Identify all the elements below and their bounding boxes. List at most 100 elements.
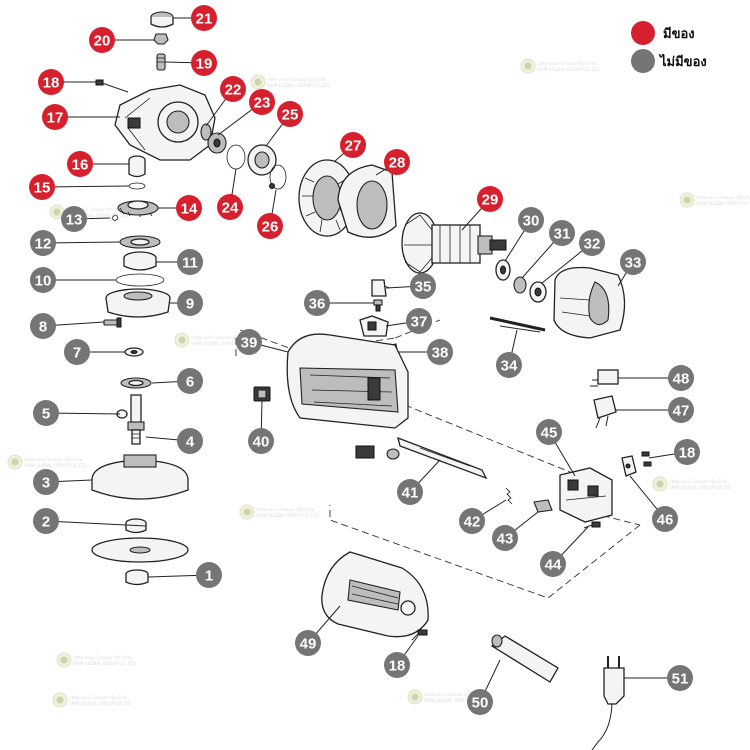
part-6-bearing (120, 377, 152, 389)
part-badge-31: 31 (549, 220, 575, 246)
legend-swatch-available (631, 21, 655, 45)
part-47-capacitor (593, 395, 617, 429)
part-badge-circle (340, 132, 366, 158)
part-45-switch (559, 467, 613, 523)
part-badge-17: 17 (42, 104, 68, 130)
part-27-baffle (298, 159, 356, 237)
part-badge-6: 6 (177, 368, 203, 394)
part-50-side-handle (490, 634, 559, 683)
part-badge-circle (579, 230, 605, 256)
part-badge-number: 14 (181, 201, 198, 218)
part-badge-1: 1 (196, 562, 222, 588)
part-badge-number: 22 (225, 82, 242, 99)
legend: มีของ ไม่มีของ (631, 21, 707, 73)
part-41-switch-rod (355, 436, 488, 480)
part-badge-circle (406, 308, 432, 334)
part-badge-circle (652, 506, 678, 532)
part-badge-8: 8 (30, 313, 56, 339)
watermark-logo-core (254, 78, 262, 86)
part-17-gear-housing (114, 84, 216, 161)
part-badge-circle (236, 329, 262, 355)
part-badge-41: 41 (397, 479, 423, 505)
part-badge-circle (30, 267, 56, 293)
part-badge-27: 27 (340, 132, 366, 158)
part-badge-number: 36 (309, 296, 326, 313)
watermark-line1: บริษัท สยาม โกลบอล กรุ๊ป จำกัด (69, 695, 128, 701)
part-18-screw-bottom (411, 629, 428, 641)
watermark-line1: บริษัท สยาม โกลบอล กรุ๊ป จำกัด (256, 507, 315, 513)
part-40-label (253, 386, 271, 402)
part-badge-number: 31 (554, 226, 571, 243)
watermark-logo-core (524, 62, 532, 70)
part-34-bolts (489, 316, 546, 333)
part-24-circlip (226, 144, 246, 170)
part-badge-circle (191, 5, 217, 31)
part-badge-28: 28 (384, 149, 410, 175)
part-badge-29: 29 (477, 186, 503, 212)
part-badge-circle (176, 195, 202, 221)
part-44-screw (583, 521, 601, 529)
part-badge-circle (29, 174, 55, 200)
part-badge-circle (674, 439, 700, 465)
part-badge-48: 48 (668, 365, 694, 391)
part-badge-number: 40 (253, 434, 270, 451)
part-badge-49: 49 (295, 630, 321, 656)
part-badge-circle (384, 652, 410, 678)
part-badge-circle (257, 213, 283, 239)
leader-line-2 (45, 520, 147, 527)
part-badge-number: 4 (186, 434, 195, 451)
part-disc-wheel (91, 537, 189, 563)
part-badge-30: 30 (518, 207, 544, 233)
part-badge-7: 7 (64, 339, 90, 365)
part-31-ring (513, 276, 527, 294)
part-badge-number: 16 (72, 157, 89, 174)
part-badge-number: 11 (182, 255, 198, 272)
watermark-line1: บริษัท สยาม โกลบอล กรุ๊ป จำกัด (669, 479, 728, 485)
part-badge-45: 45 (536, 419, 562, 445)
part-badge-number: 3 (42, 475, 50, 492)
part-14-bevel-gear (117, 200, 159, 217)
part-badge-14: 14 (176, 195, 202, 221)
watermark-line1: บริษัท สยาม โกลบอล กรุ๊ป จำกัด (191, 335, 250, 341)
watermark-line2: SIAM GLOBAL GROUP CO.,LTD. (424, 698, 488, 703)
part-badge-37: 37 (406, 308, 432, 334)
part-badge-number: 8 (39, 319, 47, 336)
watermark-logo-core (683, 196, 691, 204)
watermark-line1: บริษัท สยาม โกลบอล กรุ๊ป จำกัด (696, 195, 750, 201)
part-37-switch-holder (359, 315, 389, 337)
part-badge-circle (33, 400, 59, 426)
part-badge-circle (427, 339, 453, 365)
part-badge-number: 28 (389, 155, 406, 172)
part-badge-number: 47 (673, 403, 690, 420)
part-badge-circle (30, 313, 56, 339)
part-16-bushing (128, 155, 146, 178)
part-8-screw (103, 317, 122, 328)
part-15-ring (128, 182, 146, 190)
part-badge-circle (196, 562, 222, 588)
watermark-logo-core (656, 480, 664, 488)
part-badge-number: 15 (34, 180, 51, 197)
part-badge-number: 29 (482, 192, 499, 209)
part-badge-23: 23 (249, 89, 275, 115)
legend-item-unavailable: ไม่มีของ (631, 49, 707, 73)
part-badge-circle (667, 665, 693, 691)
part-badge-46: 46 (652, 506, 678, 532)
part-3-wheel-guard (91, 454, 189, 500)
part-badge-number: 7 (73, 345, 81, 362)
part-badge-number: 18 (679, 445, 696, 462)
legend-item-available: มีของ (631, 21, 695, 45)
part-badge-50: 50 (467, 689, 493, 715)
part-badge-circle (304, 290, 330, 316)
watermark-line2: SIAM GLOBAL GROUP CO.,LTD. (73, 661, 137, 666)
part-badge-number: 50 (472, 695, 489, 712)
part-badge-number: 35 (415, 279, 432, 296)
part-badge-circle (67, 151, 93, 177)
part-badge-34: 34 (496, 352, 522, 378)
part-badge-circle (536, 419, 562, 445)
part-badge-circle (492, 525, 518, 551)
